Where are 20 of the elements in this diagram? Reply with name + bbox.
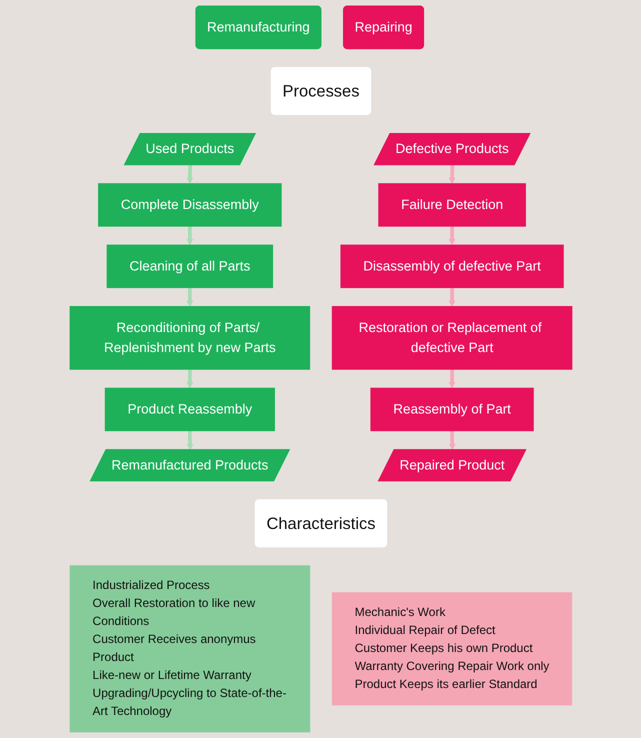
node-box bbox=[331, 306, 572, 370]
node-box bbox=[106, 244, 273, 288]
node-box bbox=[104, 388, 274, 432]
node-box bbox=[69, 306, 310, 370]
node-box bbox=[331, 592, 572, 706]
node-box bbox=[370, 388, 534, 432]
node-box bbox=[69, 565, 310, 732]
node-box bbox=[340, 244, 564, 288]
node-box bbox=[98, 183, 282, 227]
arrow bbox=[448, 164, 455, 184]
arrow bbox=[186, 369, 193, 388]
arrow bbox=[186, 226, 193, 246]
arrow bbox=[448, 287, 455, 307]
arrow bbox=[186, 430, 193, 450]
node-box bbox=[378, 183, 526, 227]
arrow bbox=[448, 369, 455, 388]
arrow bbox=[448, 430, 456, 450]
arrow bbox=[448, 226, 455, 246]
arrow bbox=[186, 287, 193, 307]
arrow bbox=[186, 164, 193, 184]
